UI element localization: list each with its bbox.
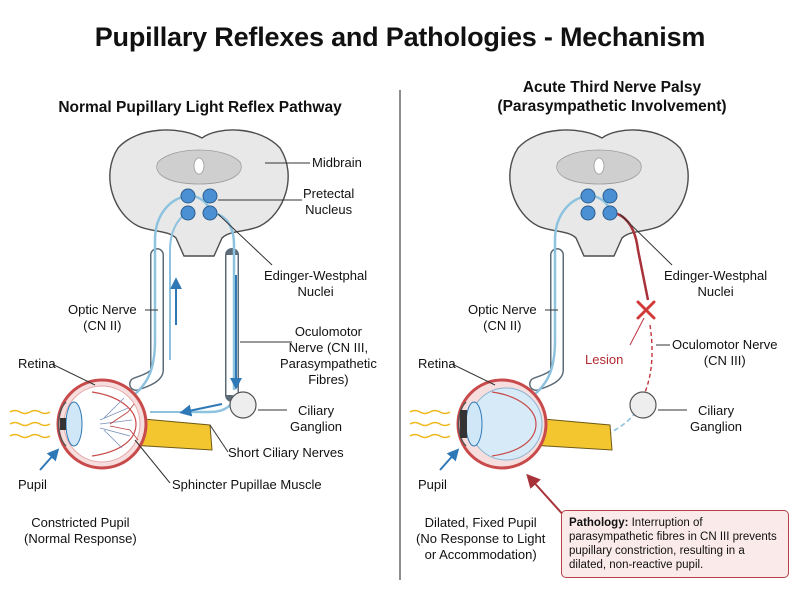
- right-oculomotor-interrupted: [643, 324, 653, 396]
- label-retina-right: Retina: [418, 356, 456, 371]
- label-constricted-pupil: Constricted Pupil (Normal Response): [24, 515, 137, 546]
- left-eye: [56, 378, 213, 470]
- label-lesion: Lesion: [585, 352, 624, 367]
- left-panel-title: Normal Pupillary Light Reflex Pathway: [58, 99, 342, 116]
- left-midbrain: [109, 129, 289, 257]
- label-short-ciliary-nerves: Short Ciliary Nerves: [228, 445, 344, 460]
- left-short-ciliary-arrow: [179, 403, 223, 417]
- label-oculomotor-nerve-right: Oculomotor Nerve (CN III): [672, 337, 778, 368]
- label-optic-nerve-right: Optic Nerve (CN II): [468, 302, 537, 333]
- label-dilated-fixed-pupil: Dilated, Fixed Pupil (No Response to Lig…: [416, 515, 546, 562]
- right-light-rays: [409, 409, 451, 439]
- left-ew-nucleus-r: [202, 205, 218, 221]
- left-ciliary-ganglion: [229, 391, 257, 419]
- right-ew-nucleus-l: [580, 205, 596, 221]
- label-ciliary-ganglion: Ciliary Ganglion: [290, 403, 343, 434]
- left-pretectal-nucleus-r: [202, 188, 218, 204]
- right-pupil-arrow: [439, 448, 460, 471]
- label-midbrain: Midbrain: [312, 155, 362, 170]
- page-title: Pupillary Reflexes and Pathologies - Mec…: [94, 22, 706, 52]
- right-pretectal-nucleus-l: [580, 188, 596, 204]
- right-panel-title: Acute Third Nerve Palsy (Parasympathetic…: [497, 79, 727, 115]
- right-pretectal-nucleus-r: [602, 188, 618, 204]
- label-pupil-right: Pupil: [418, 477, 447, 492]
- label-edinger-westphal-right: Edinger-Westphal Nuclei: [664, 268, 768, 299]
- lesion-marker: [636, 300, 656, 320]
- right-ew-nucleus-r: [602, 205, 618, 221]
- left-light-rays: [9, 409, 51, 439]
- right-ciliary-ganglion: [629, 391, 657, 419]
- label-optic-nerve: Optic Nerve (CN II): [68, 302, 137, 333]
- right-midbrain: [509, 129, 689, 257]
- pathology-callout: Pathology: Interruption of parasympathet…: [561, 510, 789, 578]
- left-ew-nucleus-l: [180, 205, 196, 221]
- right-eye: [456, 378, 613, 470]
- left-afferent-pathway: [127, 194, 189, 401]
- pathology-heading: Pathology:: [569, 517, 629, 529]
- label-oculomotor-nerve: Oculomotor Nerve (CN III, Parasympatheti…: [280, 324, 377, 387]
- label-ciliary-ganglion-right: Ciliary Ganglion: [690, 403, 743, 434]
- label-edinger-westphal: Edinger-Westphal Nuclei: [264, 268, 368, 299]
- label-pretectal-nucleus: Pretectal Nucleus: [303, 186, 355, 217]
- left-pupil-arrow: [39, 448, 60, 471]
- label-sphincter-pupillae: Sphincter Pupillae Muscle: [172, 477, 322, 492]
- pathology-text: Interruption of parasympathetic fibres i…: [569, 517, 777, 571]
- pathology-arrow: [526, 473, 567, 519]
- left-pretectal-nucleus-l: [180, 188, 196, 204]
- label-retina: Retina: [18, 356, 56, 371]
- label-pupil: Pupil: [18, 477, 47, 492]
